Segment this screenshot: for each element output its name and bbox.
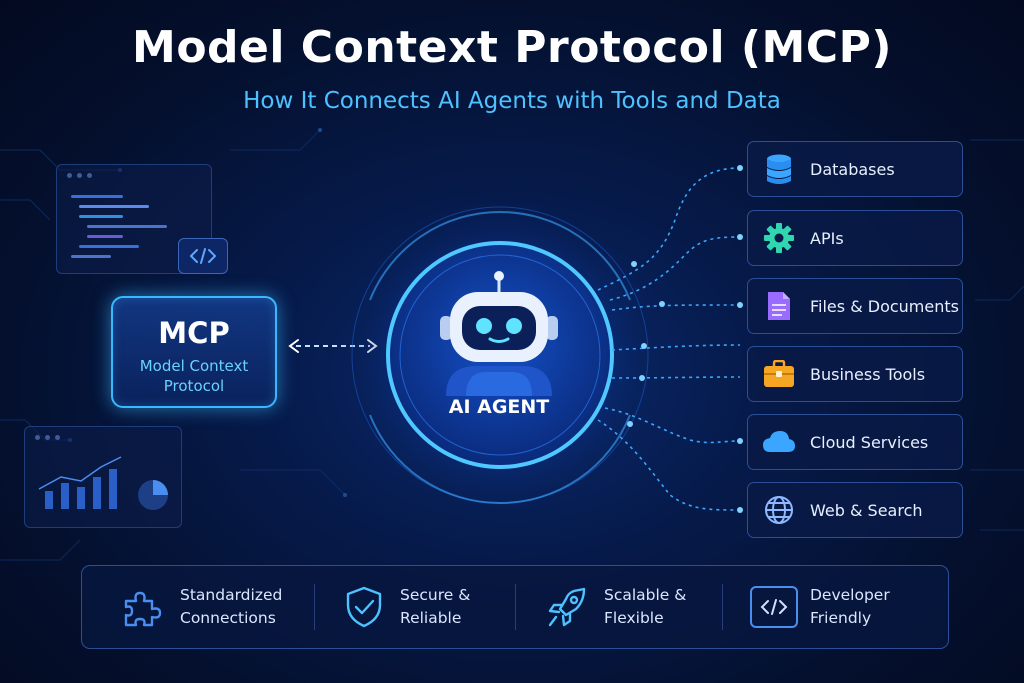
page-title: Model Context Protocol (MCP) <box>132 22 892 73</box>
mcp-title: MCP <box>158 316 230 350</box>
feature-divider <box>722 584 723 630</box>
shield-check-icon <box>340 583 388 631</box>
feature-divider <box>515 584 516 630</box>
feature-divider <box>314 584 315 630</box>
feature-line-1: Secure & <box>400 586 471 604</box>
code-icon <box>178 238 228 274</box>
tool-card-databases: Databases <box>747 141 963 197</box>
tool-card-cloud-services: Cloud Services <box>747 414 963 470</box>
puzzle-icon <box>120 583 168 631</box>
database-icon <box>762 152 796 186</box>
feature-line-2: Flexible <box>604 609 664 627</box>
robot-icon <box>440 271 558 396</box>
feature-developer-friendly: Developer Friendly <box>750 566 930 648</box>
rocket-icon <box>544 583 592 631</box>
tool-label: Web & Search <box>810 500 923 520</box>
mcp-box: MCP Model Context Protocol <box>111 296 277 408</box>
feature-scalable-flexible: Scalable & Flexible <box>544 566 724 648</box>
feature-bar: Standardized Connections Secure & Reliab… <box>81 565 949 649</box>
mcp-subtitle: Model Context Protocol <box>139 357 249 395</box>
tool-label: APIs <box>810 228 844 248</box>
tool-label: Files & Documents <box>810 296 959 316</box>
tool-card-apis: APIs <box>747 210 963 266</box>
page-subtitle: How It Connects AI Agents with Tools and… <box>243 88 781 114</box>
feature-secure-reliable: Secure & Reliable <box>340 566 520 648</box>
feature-line-2: Connections <box>180 609 276 627</box>
cloud-icon <box>762 425 796 459</box>
gear-icon <box>762 221 796 255</box>
tool-card-business-tools: Business Tools <box>747 346 963 402</box>
feature-line-2: Reliable <box>400 609 462 627</box>
feature-line-1: Standardized <box>180 586 283 604</box>
document-icon <box>762 289 796 323</box>
feature-standardized-connections: Standardized Connections <box>120 566 300 648</box>
feature-line-2: Friendly <box>810 609 872 627</box>
tool-label: Databases <box>810 159 895 179</box>
feature-line-1: Scalable & <box>604 586 687 604</box>
tool-label: Business Tools <box>810 364 926 384</box>
code-icon <box>750 583 798 631</box>
briefcase-icon <box>762 357 796 391</box>
feature-line-1: Developer <box>810 586 890 604</box>
tool-card-web-search: Web & Search <box>747 482 963 538</box>
agent-label: AI AGENT <box>448 396 550 418</box>
globe-icon <box>762 493 796 527</box>
tool-label: Cloud Services <box>810 432 929 452</box>
tool-card-files-documents: Files & Documents <box>747 278 963 334</box>
chart-window-illustration <box>24 426 182 528</box>
